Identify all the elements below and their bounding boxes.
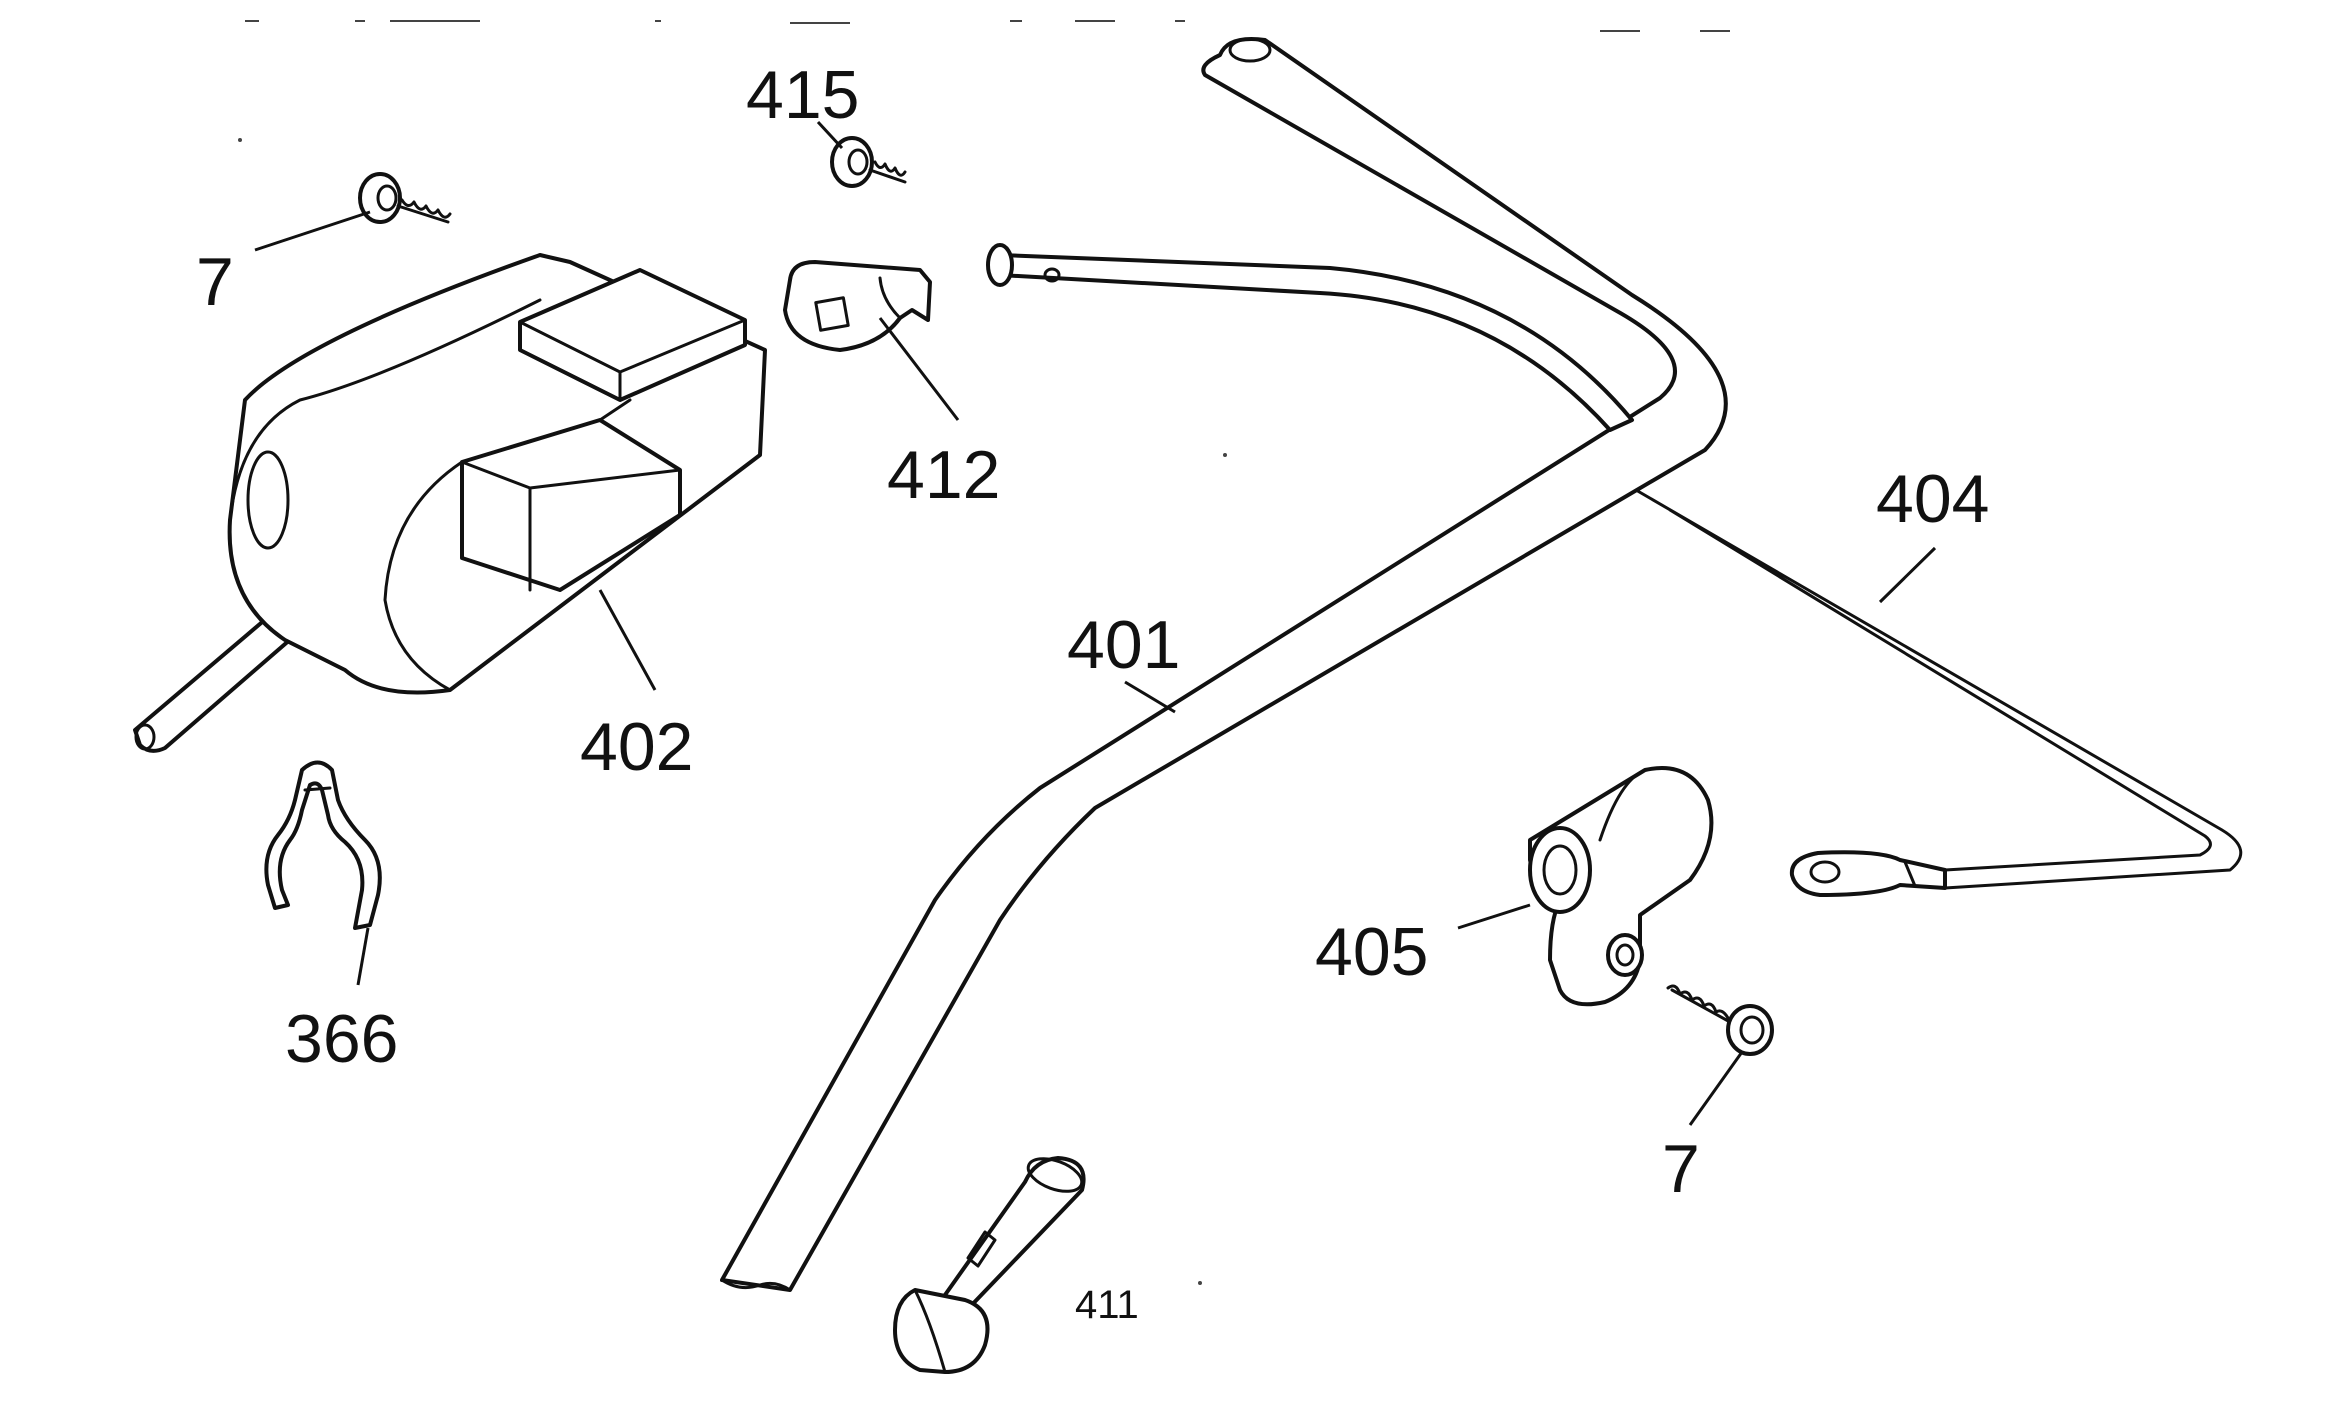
callout-405: 405	[1315, 914, 1428, 990]
handle-tube-401	[720, 37, 2243, 1292]
screw-7-top	[358, 172, 452, 224]
clip-366	[264, 760, 382, 930]
callout-366: 366	[285, 1001, 398, 1077]
tube-stub	[986, 243, 1634, 432]
screw-7-bottom	[1666, 984, 1774, 1056]
pin-411	[893, 1156, 1086, 1374]
screw-415	[830, 136, 907, 188]
switch-box-402	[133, 253, 767, 753]
callout-411: 411	[1075, 1283, 1139, 1327]
callout-7-bottom: 7	[1662, 1131, 1700, 1207]
callout-415: 415	[746, 57, 859, 133]
clamp-405	[1528, 766, 1714, 1007]
callout-412: 412	[887, 437, 1000, 513]
scan-specks	[238, 20, 1730, 1285]
callout-404: 404	[1876, 461, 1989, 537]
leader-lines	[254, 120, 1937, 1126]
cam-lever-412	[783, 260, 932, 352]
callout-402: 402	[580, 709, 693, 785]
callout-401: 401	[1067, 607, 1180, 683]
callout-7-top: 7	[196, 244, 234, 320]
callout-labels: 415 7 412 402 404 401 405 366 7 411	[196, 57, 1989, 1327]
